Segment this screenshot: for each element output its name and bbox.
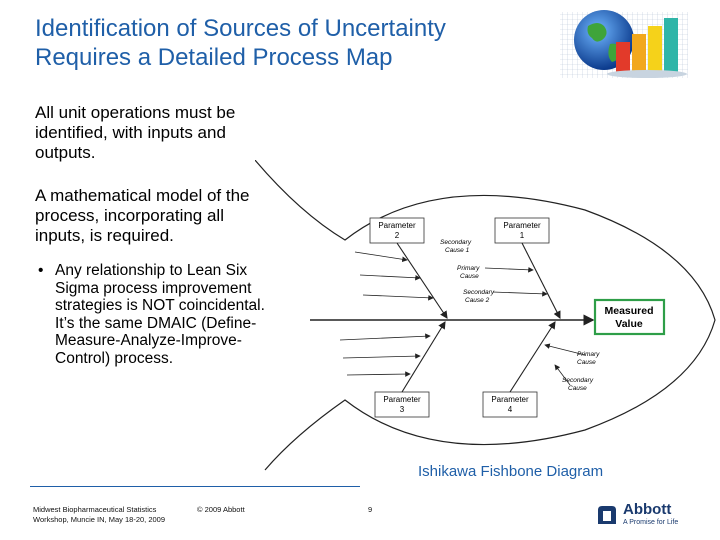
paragraph-line: outputs. [35,143,96,162]
footer-event-line: Workshop, Muncie IN, May 18-20, 2009 [33,515,166,524]
parameter-4-number: 4 [508,405,513,414]
secondary-cause-bottom-label: Cause [568,385,587,392]
primary-cause-top-label: Primary [457,265,480,272]
bullet-symbol: • [38,262,44,279]
primary-cause-bottom-label: Primary [577,351,600,358]
parameter-1-number: 1 [520,231,525,240]
bullet-line: Sigma process improvement [55,279,252,297]
paragraph-line: All unit operations must be [35,103,236,122]
sub-bone [354,251,408,263]
footer-event-line: Midwest Biopharmaceutical Statistics [33,505,157,514]
bone-parameter-2 [396,242,448,319]
globe-bar-chart-icon [560,10,688,78]
paragraph-mathematical-model: A mathematical model of the process, inc… [35,186,250,246]
bullet-line: strategies is NOT coincidental. [55,297,265,315]
slide-title-line-2: Requires a Detailed Process Map [35,44,393,71]
footer-event: Midwest Biopharmaceutical Statistics Wor… [33,505,165,525]
footer-divider [30,486,360,487]
paragraph-line: A mathematical model of the [35,186,250,205]
diagram-caption: Ishikawa Fishbone Diagram [418,463,604,480]
primary-cause-bottom-label: Cause [577,359,596,366]
bullet-lean-six-sigma: • Any relationship to Lean Six Sigma proc… [38,262,265,368]
sub-bone [346,371,411,377]
sub-bone [339,333,431,341]
paragraph-line: identified, with inputs and [35,123,226,142]
parameter-3-label: Parameter [383,395,421,404]
sub-bone [362,294,434,301]
footer-copyright: © 2009 Abbott [197,505,245,514]
secondary-cause-1-label: Secondary [440,239,472,246]
bone-parameter-3 [401,321,446,393]
parameter-1-box [494,217,550,244]
slide-title: Identification of Sources of Uncertainty… [35,14,555,72]
measured-value-label: Value [615,318,643,330]
bullet-line: Measure-Analyze-Improve- [55,332,242,350]
secondary-cause-1-label: Cause 1 [445,247,470,254]
bullet-line: It’s the same DMAIC (Define- [55,314,257,332]
parameter-4-box [482,391,538,418]
abbott-logo-name: Abbott [623,501,672,518]
bone-parameter-1 [521,242,561,319]
parameter-2-number: 2 [395,231,400,240]
secondary-cause-2-label: Cause 2 [465,297,490,304]
primary-cause-top-label: Cause [460,273,479,280]
sub-bone [342,353,421,359]
measured-value-box [593,298,666,336]
sub-bone [484,267,534,273]
slide-title-line-1: Identification of Sources of Uncertainty [35,15,446,42]
paragraph-unit-operations: All unit operations must be identified, … [35,103,235,163]
ishikawa-fishbone-diagram: Parameter 2 Parameter 1 Parameter 3 Para… [255,160,716,471]
abbott-mark-icon [598,506,616,524]
abbott-logo: Abbott A Promise for Life [596,502,678,527]
parameter-2-box [369,217,425,244]
secondary-cause-2-label: Secondary [463,289,495,296]
parameter-2-label: Parameter [378,221,416,230]
parameter-1-label: Parameter [503,221,541,230]
parameter-3-box [374,391,430,418]
sub-bone [359,274,421,281]
bone-parameter-4 [509,321,556,393]
sub-bone [492,291,548,297]
parameter-4-label: Parameter [491,395,529,404]
secondary-cause-bottom-label: Secondary [562,377,594,384]
measured-value-label: Measured [604,305,653,317]
bullet-line: Any relationship to Lean Six [55,262,248,279]
paragraph-line: inputs, is required. [35,226,174,245]
page-number: 9 [368,505,373,514]
parameter-3-number: 3 [400,405,405,414]
sub-bone [554,364,571,386]
paragraph-line: process, incorporating all [35,206,224,225]
sub-bone [544,343,586,356]
fish-body-outline [255,160,716,471]
abbott-logo-tagline: A Promise for Life [623,519,679,526]
bullet-line: Control) process. [55,349,174,367]
